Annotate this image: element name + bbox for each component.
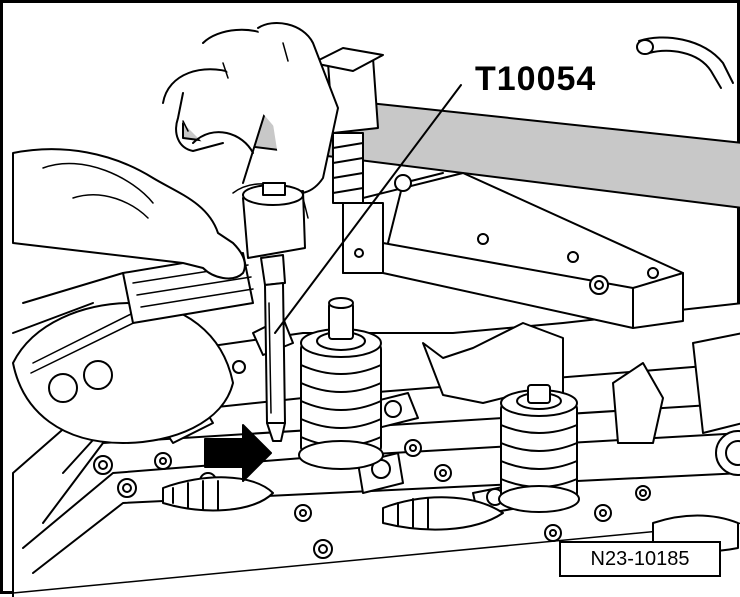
valve-spring-1: [298, 297, 384, 470]
arrow-right-icon: [204, 424, 272, 482]
engine-illustration: [12, 22, 740, 597]
valve-spring-2: [498, 384, 580, 513]
figure-number: N23-10185: [559, 541, 721, 577]
hook-part: [636, 36, 734, 89]
tool-t10054: [242, 182, 306, 442]
tool-label: T10054: [471, 59, 601, 99]
label-leader-line: [274, 84, 462, 334]
hand-illustration: [12, 22, 339, 280]
